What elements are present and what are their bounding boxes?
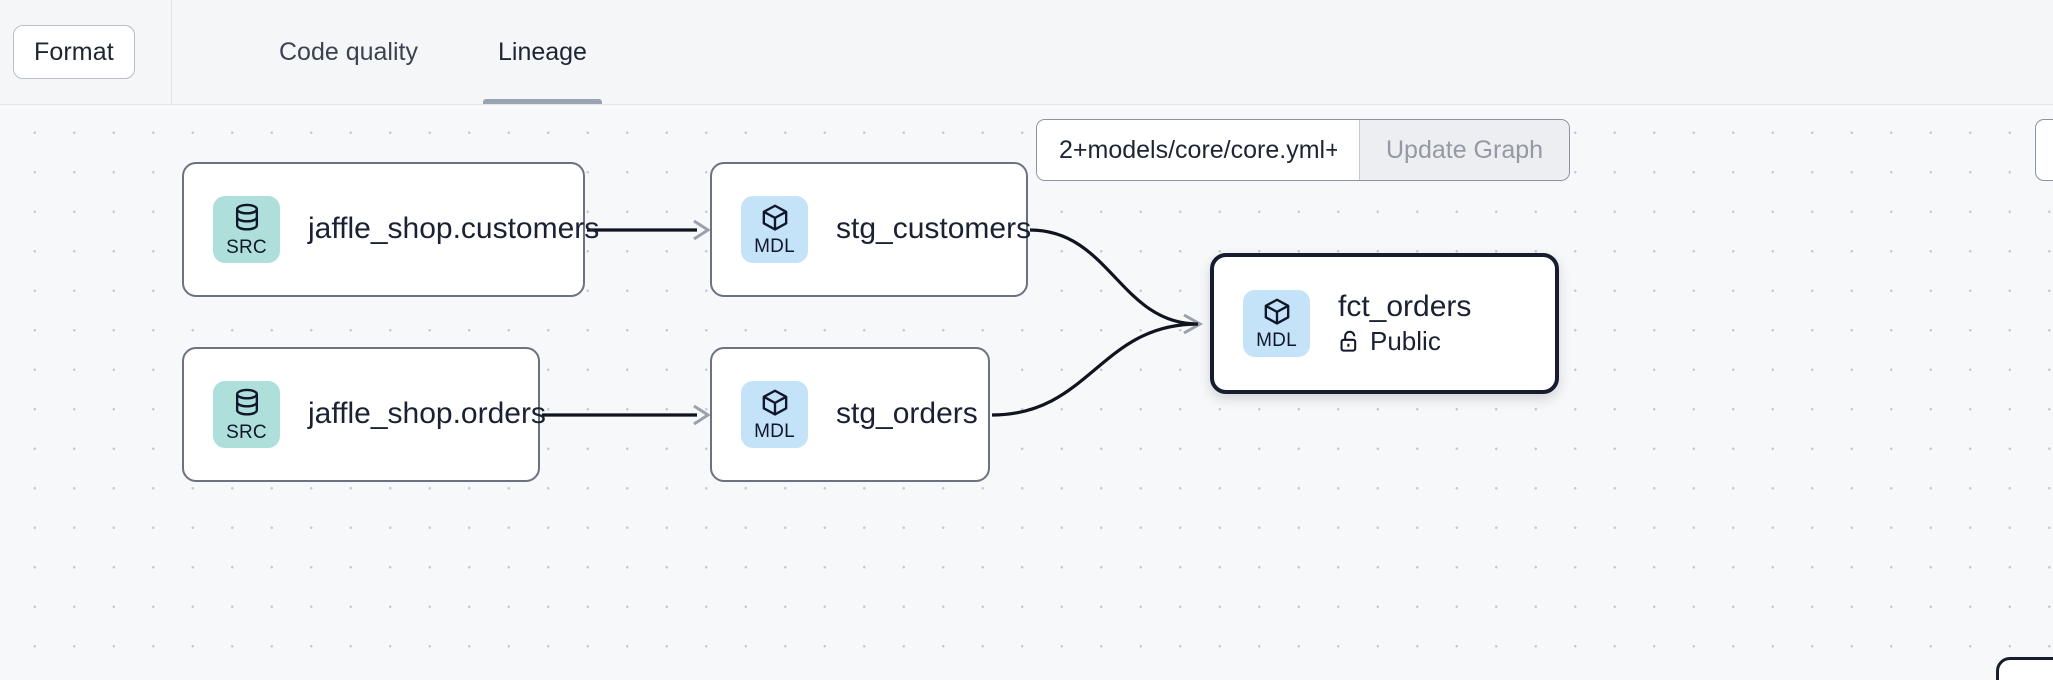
node-access-label: Public	[1370, 326, 1441, 357]
node-access-meta: Public	[1338, 326, 1471, 357]
edge-orders-to-stg-orders	[542, 404, 711, 426]
model-badge: MDL	[741, 196, 808, 263]
node-title: stg_orders	[836, 397, 978, 431]
source-badge: SRC	[213, 381, 280, 448]
badge-label: MDL	[1256, 330, 1297, 351]
lineage-canvas[interactable]: SRC jaffle_shop.customers MDL stg_custom…	[0, 105, 2053, 680]
graph-selector: Update Graph	[1036, 119, 1571, 181]
badge-label: SRC	[226, 236, 267, 258]
badge-label: MDL	[754, 236, 795, 257]
lineage-node-jaffle-shop-customers[interactable]: SRC jaffle_shop.customers	[182, 162, 599, 297]
source-badge: SRC	[213, 196, 280, 263]
lineage-node-stg-orders[interactable]: MDL stg_orders	[710, 347, 990, 482]
unlock-icon	[1340, 331, 1357, 352]
badge-label: SRC	[226, 421, 267, 443]
node-body: fct_orders Public	[1338, 290, 1471, 358]
node-title: jaffle_shop.orders	[308, 397, 546, 431]
toolbar-left-group: Format	[0, 0, 172, 104]
node-title: jaffle_shop.customers	[308, 212, 600, 246]
lineage-node-fct-orders[interactable]: MDL fct_orders Public	[1210, 253, 1559, 394]
edge-stg-orders-to-fct-orders	[991, 322, 1199, 417]
format-button[interactable]: Format	[13, 25, 135, 79]
node-body: stg_orders	[836, 397, 978, 432]
side-panel-edge-stub[interactable]	[2035, 119, 2053, 181]
cube-icon	[762, 389, 787, 416]
lineage-node-stg-customers[interactable]: MDL stg_customers	[710, 162, 1031, 297]
top-toolbar: Format Code quality Lineage	[0, 0, 2053, 105]
badge-label: MDL	[754, 421, 795, 442]
node-title: stg_customers	[836, 212, 1032, 246]
database-icon	[235, 388, 258, 416]
graph-selector-input[interactable]	[1037, 120, 1359, 180]
tab-code-quality[interactable]: Code quality	[279, 37, 418, 66]
model-badge: MDL	[741, 381, 808, 448]
cube-icon	[762, 204, 787, 231]
lineage-node-jaffle-shop-orders[interactable]: SRC jaffle_shop.orders	[182, 347, 546, 482]
node-title: fct_orders	[1338, 289, 1472, 323]
model-badge: MDL	[1243, 290, 1310, 357]
edge-customers-to-stg-customers	[587, 219, 711, 241]
node-body: jaffle_shop.orders	[308, 397, 546, 432]
update-graph-button[interactable]: Update Graph	[1359, 120, 1570, 180]
cube-icon	[1264, 298, 1289, 325]
edge-stg-customers-to-fct-orders	[1029, 228, 1204, 335]
node-body: jaffle_shop.customers	[308, 212, 599, 247]
node-body: stg_customers	[836, 212, 1031, 247]
tab-lineage[interactable]: Lineage	[458, 0, 627, 104]
database-icon	[235, 203, 258, 231]
tab-bar: Code quality Lineage	[172, 0, 627, 104]
bottom-panel-edge-stub[interactable]	[1996, 657, 2053, 680]
